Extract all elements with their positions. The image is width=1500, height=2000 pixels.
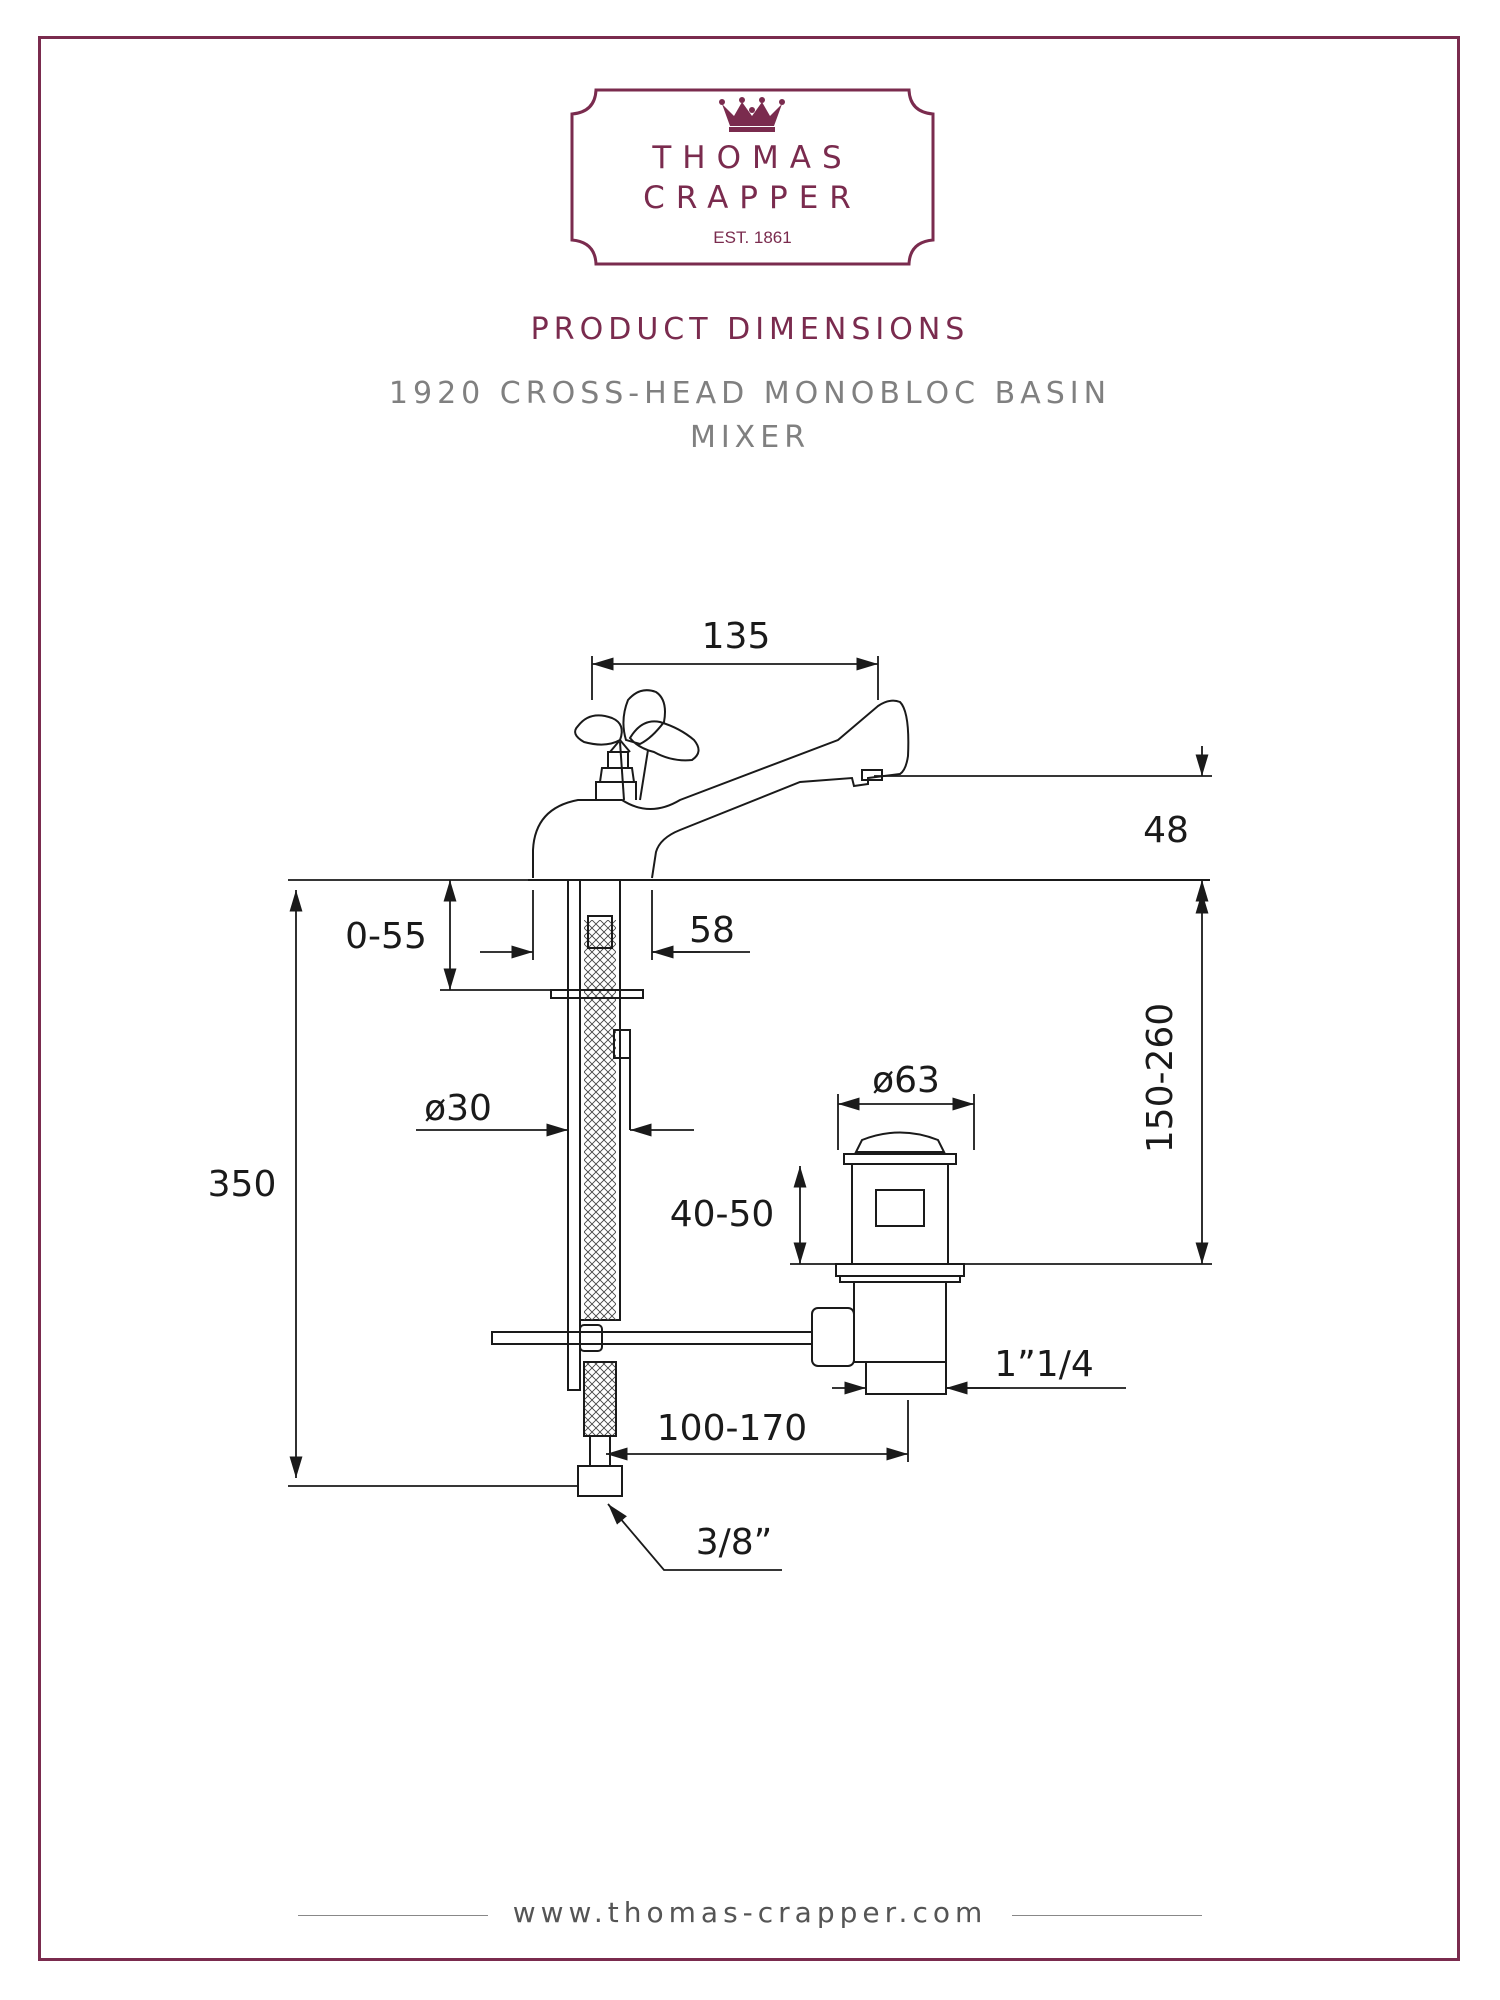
- dim-under-deck: 150-260: [1140, 1003, 1181, 1153]
- waste-assembly: [811, 1131, 965, 1395]
- brand-logo-plaque: [570, 88, 935, 266]
- dim-waste-diameter: ø63: [872, 1060, 940, 1101]
- dim-spout-height: 48: [1143, 810, 1189, 851]
- page-border: [38, 36, 1460, 1961]
- brand-name-first: THOMAS: [652, 140, 853, 176]
- footer-website-text: www.thomas-crapper.com: [504, 1896, 996, 1929]
- dim-supply-fitting: 3/8”: [696, 1522, 773, 1563]
- dim-waste-thread: 1”1/4: [994, 1344, 1094, 1385]
- product-name: 1920 CROSS-HEAD MONOBLOC BASIN MIXER: [388, 376, 1112, 455]
- shank-assembly: [550, 879, 644, 1497]
- dim-body-base: 58: [689, 910, 735, 951]
- brand-established: EST. 1861: [713, 228, 792, 247]
- footer-website: www.thomas-crapper.com: [0, 1896, 1500, 1929]
- dim-spout-reach: 135: [702, 616, 771, 657]
- dim-waste-flange: 40-50: [670, 1194, 775, 1235]
- footer-rule-left: [298, 1915, 488, 1916]
- footer-rule-right: [1012, 1915, 1202, 1916]
- brand-name-second: CRAPPER: [643, 180, 862, 216]
- crown-icon: [719, 97, 785, 132]
- dim-shank-diameter: ø30: [424, 1088, 492, 1129]
- dim-deck-thickness: 0-55: [345, 916, 427, 957]
- popup-rod: [491, 1324, 813, 1352]
- dim-overall-height: 350: [208, 1164, 277, 1205]
- tap-outline: [532, 689, 910, 879]
- dim-rod-length: 100-170: [657, 1408, 807, 1449]
- page-title: PRODUCT DIMENSIONS: [530, 312, 970, 347]
